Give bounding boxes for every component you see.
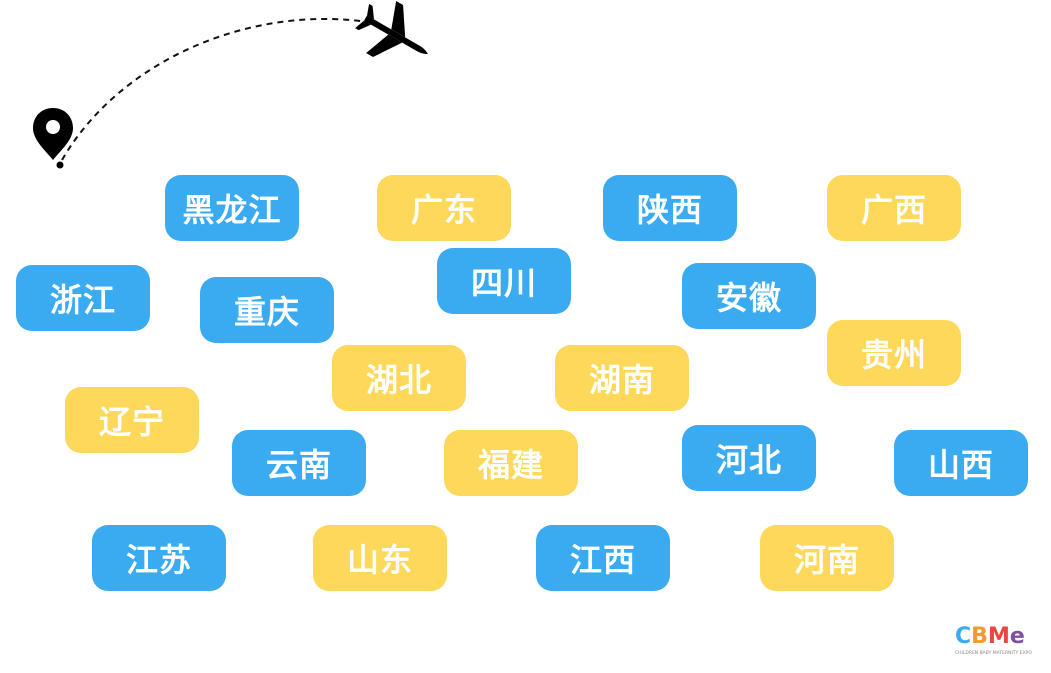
airplane-icon xyxy=(355,1,428,57)
province-tag: 安徽 xyxy=(682,263,816,329)
logo-letter: M xyxy=(987,624,1010,649)
province-tag: 浙江 xyxy=(16,265,150,331)
logo-tagline: CHILDREN BABY MATERNITY EXPO xyxy=(955,651,1032,656)
province-tag: 辽宁 xyxy=(65,387,199,453)
province-tag: 云南 xyxy=(232,430,366,496)
province-tag: 山东 xyxy=(313,525,447,591)
province-tag: 贵州 xyxy=(827,320,961,386)
province-tag: 湖南 xyxy=(555,345,689,411)
province-tag: 福建 xyxy=(444,430,578,496)
province-tag: 河南 xyxy=(760,525,894,591)
province-tag: 湖北 xyxy=(332,345,466,411)
location-pin-icon xyxy=(33,108,73,169)
logo-wordmark: CBMe xyxy=(955,624,1025,649)
province-tag: 重庆 xyxy=(200,277,334,343)
province-tag: 河北 xyxy=(682,425,816,491)
logo-letter: B xyxy=(971,624,988,649)
logo-letter: e xyxy=(1009,624,1025,649)
province-tag: 黑龙江 xyxy=(165,175,299,241)
cbme-logo: CBMe CHILDREN BABY MATERNITY EXPO xyxy=(955,624,1045,660)
province-tag: 山西 xyxy=(894,430,1028,496)
province-tag: 江西 xyxy=(536,525,670,591)
province-tag: 四川 xyxy=(437,248,571,314)
province-tag: 广东 xyxy=(377,175,511,241)
province-tag: 陕西 xyxy=(603,175,737,241)
province-tag: 江苏 xyxy=(92,525,226,591)
logo-letter: C xyxy=(955,624,972,649)
province-tag: 广西 xyxy=(827,175,961,241)
dashed-flight-path xyxy=(61,18,369,161)
